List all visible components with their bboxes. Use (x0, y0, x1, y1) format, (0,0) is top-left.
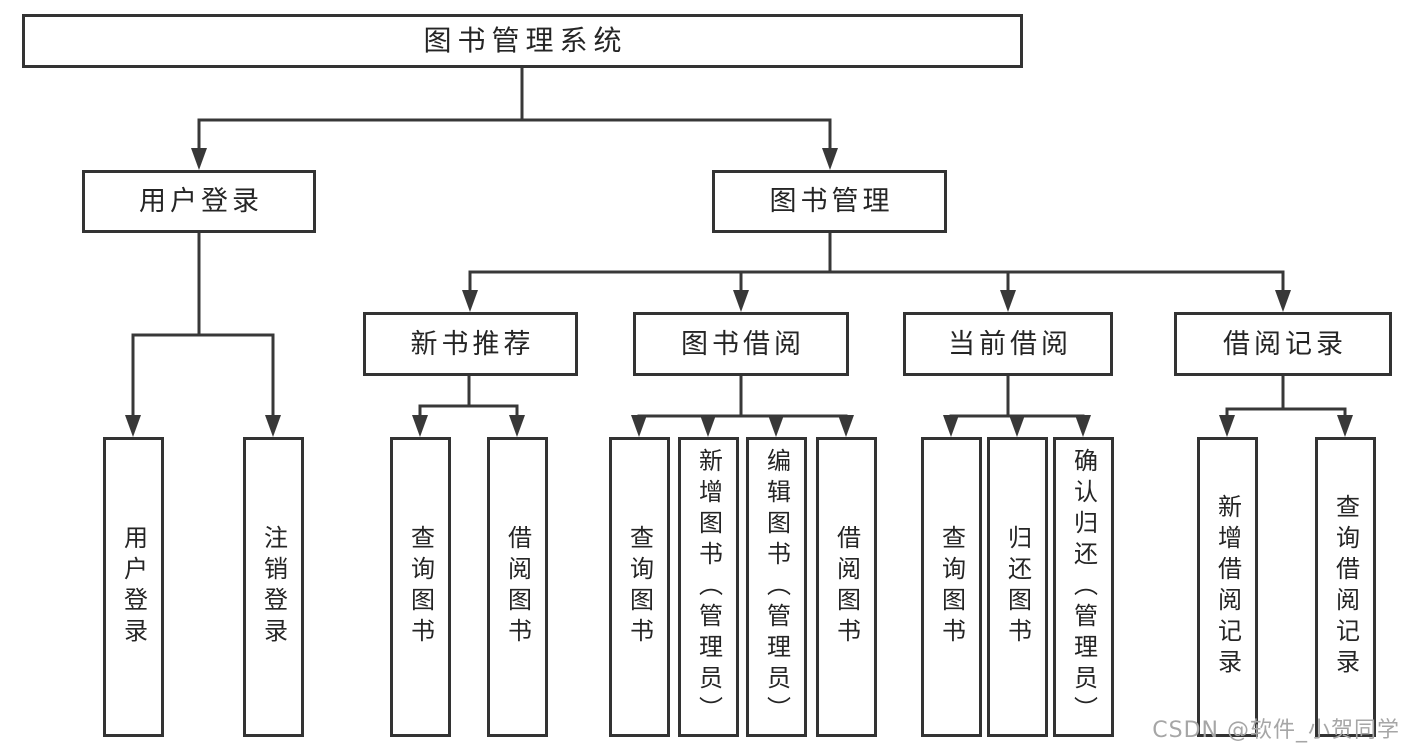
node-root: 图书管理系统 (22, 14, 1023, 68)
node-leaf-add-borrow-record: 新增借阅记录 (1197, 437, 1258, 737)
arrowhead-down-icon (1009, 415, 1025, 437)
node-label: 注销登录 (259, 525, 288, 649)
node-user-login: 用户登录 (82, 170, 316, 233)
node-label: 借阅记录 (1223, 328, 1347, 360)
node-leaf-return-book: 归还图书 (987, 437, 1048, 737)
arrowhead-down-icon (822, 148, 838, 170)
node-leaf-confirm-return: 确认归还（管理员） (1053, 437, 1114, 737)
arrowhead-down-icon (412, 415, 428, 437)
arrowhead-down-icon (191, 148, 207, 170)
connector-path (1281, 376, 1347, 429)
connector-path (1225, 376, 1285, 429)
node-label: 新增图书（管理员） (694, 447, 723, 727)
connector-path (949, 376, 1010, 429)
node-book-mgmt: 图书管理 (712, 170, 947, 233)
arrowhead-down-icon (265, 415, 281, 437)
node-leaf-query-borrow-record: 查询借阅记录 (1315, 437, 1376, 737)
node-label: 查询图书 (625, 525, 654, 649)
connector-path (637, 376, 743, 429)
node-leaf-borrow-book-1: 借阅图书 (487, 437, 548, 737)
arrowhead-down-icon (1337, 415, 1353, 437)
node-leaf-query-book-2: 查询图书 (609, 437, 670, 737)
arrowhead-down-icon (700, 415, 716, 437)
arrowhead-down-icon (631, 415, 647, 437)
connector-path (739, 376, 848, 429)
connector-path (828, 233, 1285, 304)
node-new-book-rec: 新书推荐 (363, 312, 578, 376)
arrowhead-down-icon (838, 415, 854, 437)
node-label: 当前借阅 (948, 328, 1072, 360)
connector-path (131, 233, 201, 429)
connector-path (467, 376, 519, 429)
node-label: 查询图书 (937, 525, 966, 649)
node-label: 新增借阅记录 (1213, 494, 1242, 680)
node-label: 图书管理 (769, 186, 894, 217)
node-label: 借阅图书 (832, 525, 861, 649)
node-label: 用户登录 (139, 186, 263, 217)
node-label: 新书推荐 (410, 328, 535, 360)
connector-path (828, 233, 1010, 304)
arrowhead-down-icon (509, 415, 525, 437)
arrowhead-down-icon (125, 415, 141, 437)
connector-path (197, 68, 524, 162)
watermark: CSDN @软件_小贺同学 (1152, 718, 1400, 743)
arrowhead-down-icon (1075, 415, 1091, 437)
node-leaf-user-login: 用户登录 (103, 437, 164, 737)
connector-path (197, 233, 275, 429)
node-leaf-add-book: 新增图书（管理员） (678, 437, 739, 737)
node-label: 编辑图书（管理员） (762, 447, 791, 727)
node-label: 图书借阅 (681, 328, 805, 360)
arrowhead-down-icon (733, 290, 749, 312)
node-leaf-query-book-1: 查询图书 (390, 437, 451, 737)
connector-path (520, 68, 832, 162)
node-label: 图书管理系统 (423, 24, 628, 57)
node-label: 确认归还（管理员） (1069, 447, 1098, 727)
node-leaf-logout: 注销登录 (243, 437, 304, 737)
node-leaf-borrow-book-2: 借阅图书 (816, 437, 877, 737)
arrowhead-down-icon (1219, 415, 1235, 437)
arrowhead-down-icon (1275, 290, 1291, 312)
node-label: 归还图书 (1003, 525, 1032, 649)
node-label: 查询图书 (406, 525, 435, 649)
arrowhead-down-icon (943, 415, 959, 437)
node-label: 借阅图书 (503, 525, 532, 649)
arrowhead-down-icon (768, 415, 784, 437)
arrowhead-down-icon (1000, 290, 1016, 312)
node-leaf-query-book-3: 查询图书 (921, 437, 982, 737)
arrowhead-down-icon (462, 290, 478, 312)
node-label: 用户登录 (119, 525, 148, 649)
node-current-borrow: 当前借阅 (903, 312, 1113, 376)
node-leaf-edit-book: 编辑图书（管理员） (746, 437, 807, 737)
node-book-borrow: 图书借阅 (633, 312, 849, 376)
connector-path (418, 376, 471, 429)
connector-path (468, 233, 832, 304)
connector-path (739, 233, 832, 304)
node-label: 查询借阅记录 (1331, 494, 1360, 680)
node-borrow-record: 借阅记录 (1174, 312, 1392, 376)
